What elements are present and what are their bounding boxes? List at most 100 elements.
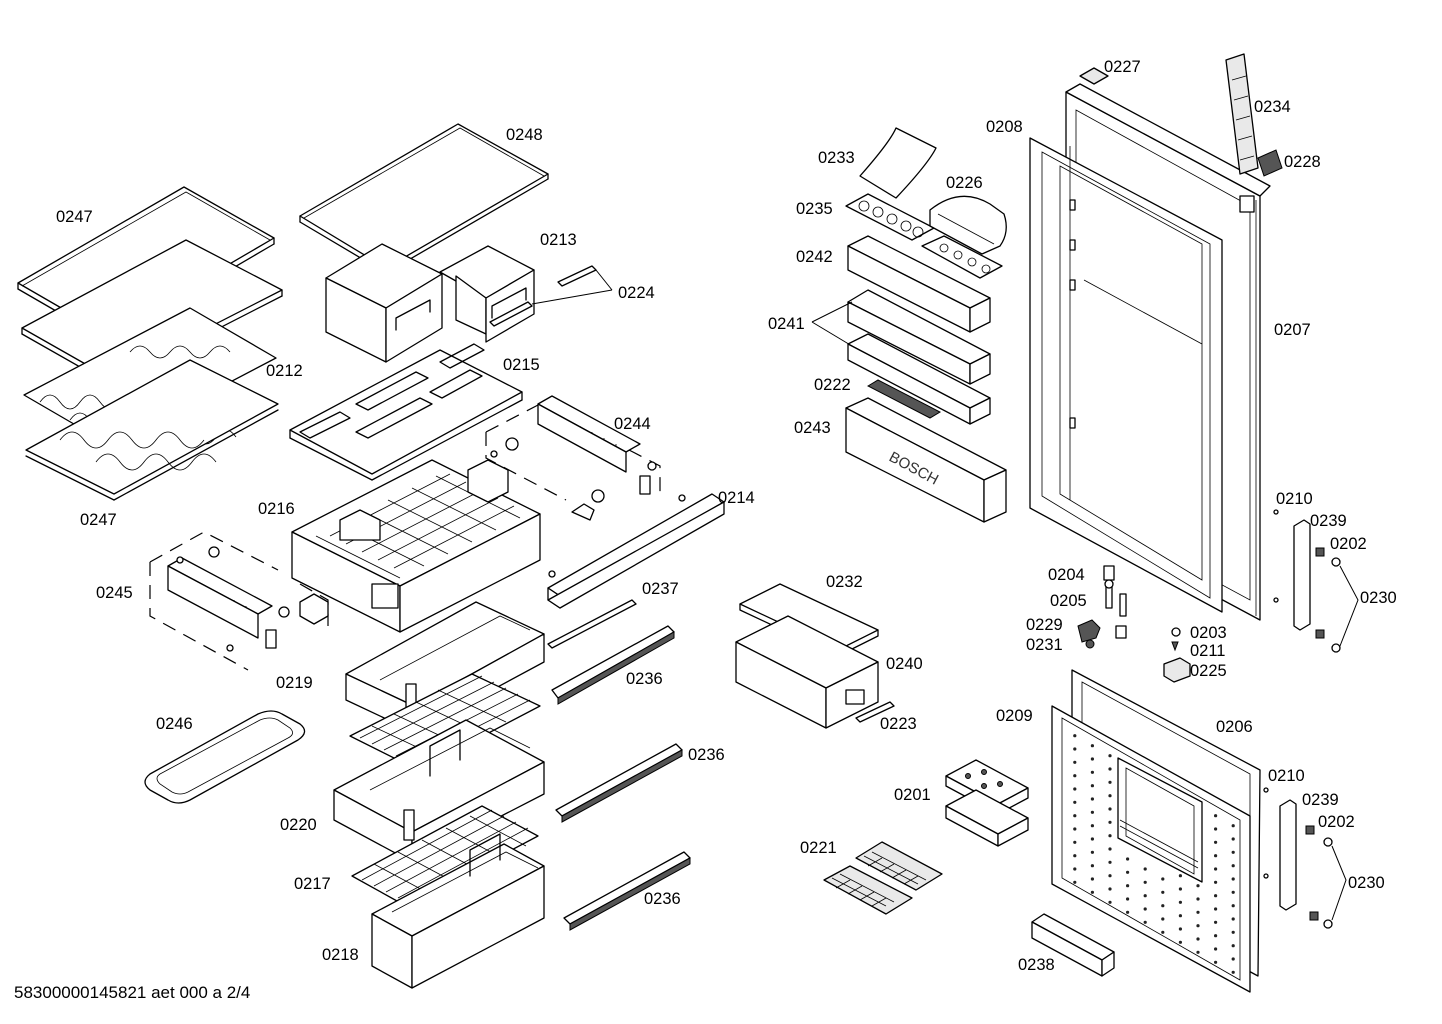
cold-pack-0201 <box>945 759 1029 847</box>
drawer-0240 <box>735 615 879 729</box>
gasket-dot <box>1090 824 1094 828</box>
label-0217: 0217 <box>294 875 331 893</box>
glass-shelf-0248 <box>299 123 549 274</box>
gasket-dot <box>1231 917 1235 921</box>
gasket-dot <box>1073 734 1077 738</box>
cap-0227 <box>1079 67 1109 85</box>
rail-0236-upper <box>551 625 675 705</box>
label-0206: 0206 <box>1216 718 1253 736</box>
label-0205: 0205 <box>1050 592 1087 610</box>
gasket-dot <box>1178 887 1182 891</box>
gasket-dot <box>1161 930 1165 934</box>
gasket-dot <box>1090 810 1094 814</box>
freezer-gasket-0209 <box>1051 705 1251 993</box>
gasket-dot <box>1090 850 1094 854</box>
gasket-dot <box>1178 900 1182 904</box>
gasket-dot <box>1090 837 1094 841</box>
gasket-dot <box>1143 920 1147 924</box>
gasket-dot <box>1231 850 1235 854</box>
gasket-dot <box>1214 907 1218 911</box>
gasket-dot <box>1073 760 1077 764</box>
label-0223: 0223 <box>880 715 917 733</box>
gasket-dot <box>1161 877 1165 881</box>
gasket-dot <box>1126 857 1130 861</box>
gasket-dot <box>1073 840 1077 844</box>
part-labels: 0247 0247 0212 0248 0213 0224 0215 0244 … <box>56 58 1397 974</box>
foam-block-0213 <box>325 243 535 363</box>
label-0204: 0204 <box>1048 566 1085 584</box>
cover-0226 <box>929 195 1007 255</box>
drawer-0216 <box>291 459 541 633</box>
gasket-dot <box>1143 894 1147 898</box>
door-bin-0242 <box>847 235 991 333</box>
gasket-dot <box>1231 957 1235 961</box>
gasket-dot <box>1126 870 1130 874</box>
label-0224: 0224 <box>618 284 655 302</box>
label-0213: 0213 <box>540 231 577 249</box>
trim-strip-0214 <box>547 493 725 609</box>
strip-0238 <box>1031 913 1115 977</box>
gasket-dot <box>1143 867 1147 871</box>
gasket-dot <box>1108 780 1112 784</box>
gasket-dot <box>1090 770 1094 774</box>
gasket-dot <box>1214 854 1218 858</box>
gasket-dot <box>1090 890 1094 894</box>
divider-0222 <box>866 379 942 419</box>
gasket-dot <box>1178 927 1182 931</box>
gasket-dot <box>1231 970 1235 974</box>
label-0235: 0235 <box>796 200 833 218</box>
label-0241: 0241 <box>768 315 805 333</box>
label-0214: 0214 <box>718 489 755 507</box>
label-0210-lower: 0210 <box>1268 767 1305 785</box>
gasket-dot <box>1108 820 1112 824</box>
gasket-dot <box>1214 840 1218 844</box>
label-0220: 0220 <box>280 816 317 834</box>
gasket-dot <box>1126 910 1130 914</box>
gasket-dot <box>1108 834 1112 838</box>
label-0201: 0201 <box>894 786 931 804</box>
gasket-dot <box>1214 960 1218 964</box>
label-0244: 0244 <box>614 415 651 433</box>
label-0247-bottom: 0247 <box>80 511 117 529</box>
leader-0241-b <box>811 321 853 347</box>
rail-0236-middle <box>555 743 683 823</box>
leader-0230-lower <box>1331 845 1347 921</box>
gasket-dot <box>1073 787 1077 791</box>
label-0236-upper: 0236 <box>626 670 663 688</box>
label-0243: 0243 <box>794 419 831 437</box>
gasket-dot <box>1073 774 1077 778</box>
gasket-dot <box>1090 877 1094 881</box>
label-0209: 0209 <box>996 707 1033 725</box>
label-0222: 0222 <box>814 376 851 394</box>
gasket-dot <box>1214 827 1218 831</box>
gasket-dot <box>1231 877 1235 881</box>
label-0248: 0248 <box>506 126 543 144</box>
gasket-dot <box>1073 867 1077 871</box>
hinge-0239-upper <box>1273 509 1341 653</box>
strip-0223 <box>855 701 895 723</box>
label-0208: 0208 <box>986 118 1023 136</box>
egg-tray-0235 <box>845 193 935 241</box>
gasket-dot <box>1231 904 1235 908</box>
ice-tray-0221 <box>823 841 943 915</box>
rail-0236-lower <box>563 851 691 931</box>
label-0242: 0242 <box>796 248 833 266</box>
label-0234: 0234 <box>1254 98 1291 116</box>
door-bin-0241-a <box>847 289 991 385</box>
strip-0224 <box>489 265 613 327</box>
gasket-dot <box>1196 884 1200 888</box>
label-0212: 0212 <box>266 362 303 380</box>
gasket-dot <box>1108 767 1112 771</box>
label-0216: 0216 <box>258 500 295 518</box>
gasket-dot <box>1196 950 1200 954</box>
gasket-dot <box>1214 880 1218 884</box>
shelf-0233 <box>859 127 937 199</box>
label-0219: 0219 <box>276 674 313 692</box>
label-0202-lower: 0202 <box>1318 813 1355 831</box>
gasket-dot <box>1108 860 1112 864</box>
gasket-dot <box>1073 814 1077 818</box>
gasket-dot <box>1126 884 1130 888</box>
gasket-dot <box>1161 904 1165 908</box>
tray-0246 <box>144 710 306 804</box>
gasket-dot <box>1178 874 1182 878</box>
